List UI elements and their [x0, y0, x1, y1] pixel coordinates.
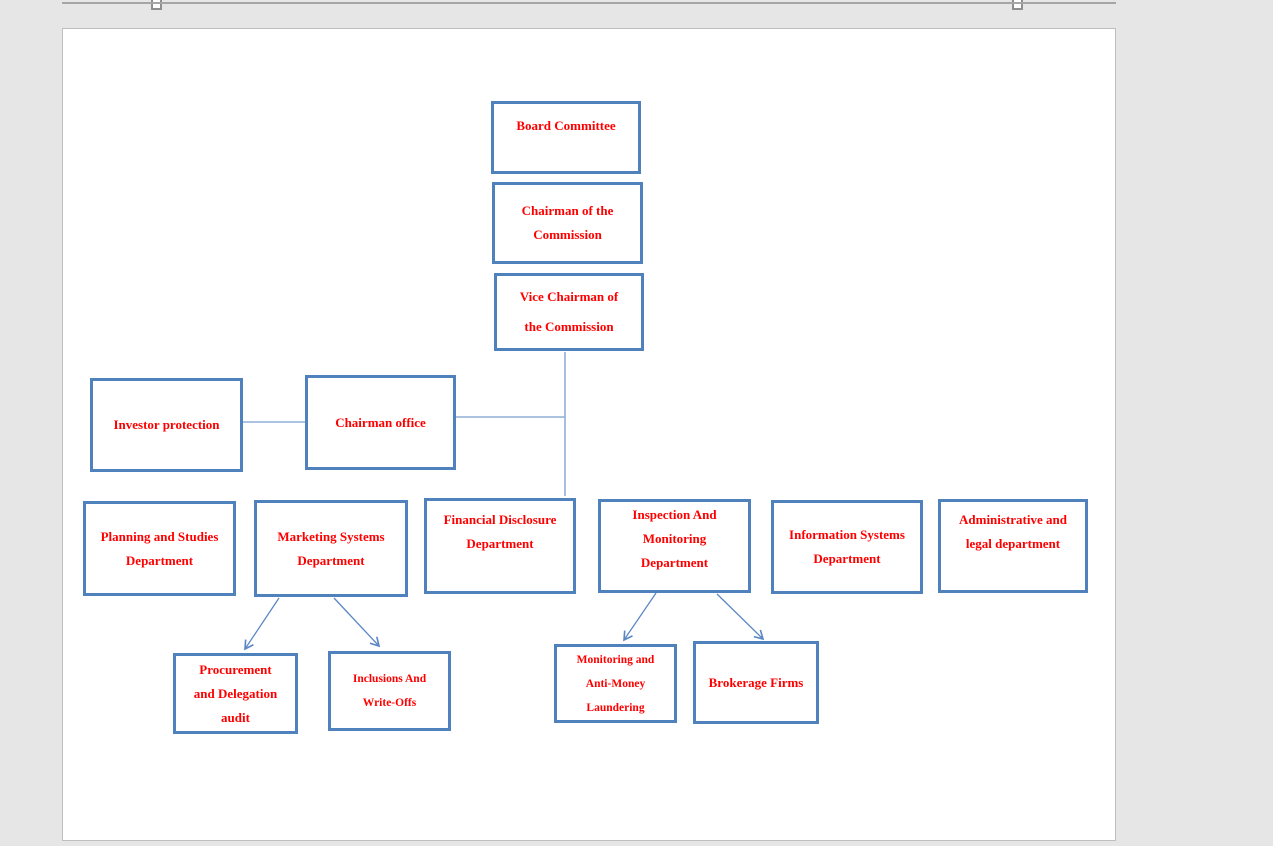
org-node-procurement-delegation-audit[interactable]: Procurement and Delegation audit [173, 653, 298, 734]
node-label-line: Anti-Money [585, 677, 646, 690]
org-node-administrative-legal[interactable]: Administrative and legal department [938, 499, 1088, 593]
node-label-line: Board Committee [516, 117, 616, 133]
canvas-resize-handle-right[interactable] [1012, 0, 1023, 10]
org-node-chairman-office[interactable]: Chairman office [305, 375, 456, 470]
node-label-line: Inspection And [632, 507, 717, 522]
node-label-line: Department [466, 536, 534, 551]
org-node-brokerage-firms[interactable]: Brokerage Firms [693, 641, 819, 724]
node-label-line: Procurement [199, 661, 272, 677]
org-node-information-systems[interactable]: Information Systems Department [771, 500, 923, 594]
node-label-line: Chairman of the [521, 203, 614, 218]
document-page: Board Committee Chairman of the Commissi… [62, 28, 1116, 841]
org-node-chairman-of-commission[interactable]: Chairman of the Commission [492, 182, 643, 264]
org-node-financial-disclosure[interactable]: Financial Disclosure Department [424, 498, 576, 594]
org-node-planning-studies[interactable]: Planning and Studies Department [83, 501, 236, 596]
node-label-line: Chairman office [335, 414, 426, 430]
arrow-inspection-to-brokerage[interactable] [716, 593, 765, 641]
node-label-line: legal department [965, 536, 1061, 551]
node-label-line: Write-Offs [362, 697, 417, 709]
node-label-line: Commission [533, 227, 602, 242]
node-label-line: Brokerage Firms [708, 674, 804, 690]
node-label-line: Financial Disclosure [443, 512, 557, 527]
arrow-inspection-to-monitoring[interactable] [623, 592, 657, 642]
org-node-marketing-systems[interactable]: Marketing Systems Department [254, 500, 408, 597]
node-label-line: Inclusions And [352, 673, 427, 685]
node-label-line: Information Systems [789, 527, 905, 542]
node-label-line: Marketing Systems [277, 528, 385, 544]
node-label-line: Department [125, 552, 194, 568]
org-node-vice-chairman[interactable]: Vice Chairman of the Commission [494, 273, 644, 351]
node-label-line: Laundering [586, 701, 645, 714]
org-node-inspection-monitoring[interactable]: Inspection And Monitoring Department [598, 499, 751, 593]
node-label-line: Planning and Studies [100, 528, 219, 544]
node-label-line: Department [297, 552, 365, 568]
node-label-line: Investor protection [113, 417, 220, 432]
node-label-line: and Delegation [193, 685, 278, 701]
arrow-marketing-to-procurement[interactable] [244, 597, 280, 651]
node-label-line: Administrative and [959, 512, 1067, 527]
node-label-line: Monitoring and [576, 653, 655, 666]
arrow-marketing-to-inclusions[interactable] [333, 597, 381, 648]
node-label-line: Vice Chairman of [519, 289, 619, 304]
org-node-inclusions-write-offs[interactable]: Inclusions And Write-Offs [328, 651, 451, 731]
org-node-investor-protection[interactable]: Investor protection [90, 378, 243, 472]
node-label-line: the Commission [524, 319, 614, 334]
org-node-monitoring-aml[interactable]: Monitoring and Anti-Money Laundering [554, 644, 677, 723]
top-gray-strip [0, 0, 1273, 28]
org-node-board-committee[interactable]: Board Committee [491, 101, 641, 174]
node-label-line: Department [640, 555, 709, 570]
node-label-line: Department [813, 551, 881, 566]
node-label-line: audit [221, 709, 250, 725]
canvas-resize-handle-left[interactable] [151, 0, 162, 10]
node-label-line: Monitoring [642, 531, 707, 546]
canvas-edge-line [62, 2, 1116, 4]
